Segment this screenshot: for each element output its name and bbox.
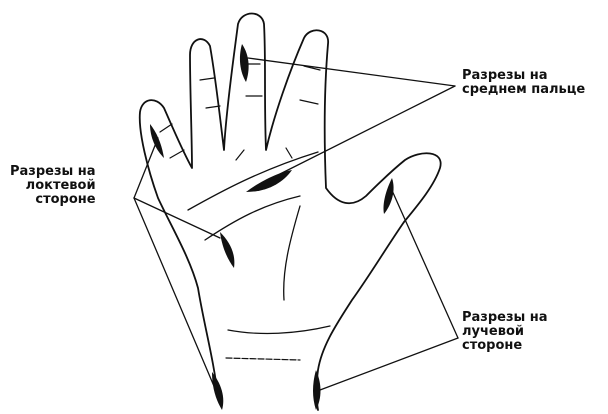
incision-ulnar-wrist [212,372,223,410]
leader-ulnar-2 [134,198,220,238]
incision-middle-finger [240,44,249,82]
incision-radial-wrist [313,370,321,410]
leader-middle-2 [268,86,455,180]
label-middle-finger-incisions: Разрезы на среднем пальце [462,69,585,97]
incision-ulnar-palm [220,232,234,268]
hand-outline [140,14,441,411]
incision-palm [246,170,292,192]
incision-radial-thumb [383,178,393,214]
leader-middle-1 [248,58,455,86]
leader-radial-1 [390,186,458,338]
label-ulnar-side-incisions: Разрезы на локтевой стороне [10,165,96,207]
label-radial-side-incisions: Разрезы на лучевой стороне [462,311,548,353]
leader-ulnar-3 [134,198,222,405]
leader-radial-2 [320,338,458,390]
